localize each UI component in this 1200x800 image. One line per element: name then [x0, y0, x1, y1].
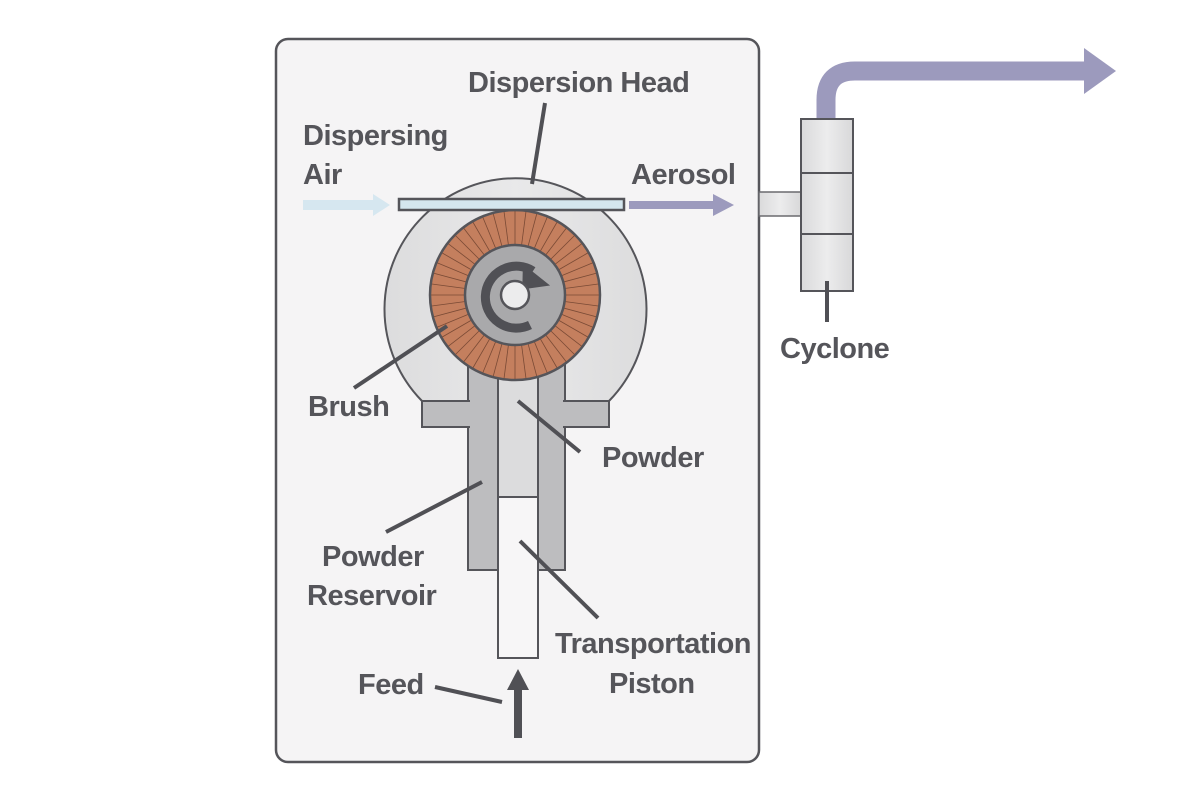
aerosol-outlet-arrowhead — [1084, 48, 1116, 94]
label-transportation-piston-line2: Piston — [609, 668, 695, 700]
flange-right — [563, 400, 610, 428]
transportation-piston-leader — [518, 539, 600, 620]
cyclone-inlet-pipe — [758, 191, 802, 217]
brush-bristle — [472, 222, 491, 252]
brush-bristle — [564, 301, 599, 307]
label-feed: Feed — [358, 669, 424, 701]
brush-bristle — [558, 252, 588, 271]
brush-bristle — [521, 211, 527, 246]
brush-bristle — [431, 301, 466, 307]
brush-bristle — [545, 334, 567, 362]
brush-bristle — [503, 211, 509, 246]
brush-bristle — [492, 343, 503, 377]
dispersion-head-bar — [397, 197, 626, 212]
label-cyclone: Cyclone — [780, 333, 890, 365]
brush-bristle — [539, 222, 558, 252]
label-powder: Powder — [602, 442, 704, 474]
brush-bristle — [533, 341, 548, 373]
brush-bristle — [563, 307, 597, 318]
label-dispersing-air-line1: Dispersing — [303, 120, 448, 152]
transportation-piston — [497, 496, 539, 659]
brush-bristle — [442, 319, 472, 338]
powder-reservoir-leader — [385, 480, 483, 534]
brush-bristle — [463, 334, 485, 362]
feed-leader — [434, 685, 503, 704]
brush-bristle — [545, 228, 567, 256]
brush-bristle — [492, 213, 503, 247]
brush-bristle — [563, 272, 597, 283]
brush-leader — [352, 324, 449, 390]
rotation-arrow-icon — [480, 261, 536, 333]
brush-bristle — [564, 283, 599, 289]
brush-bristle — [433, 272, 467, 283]
aerosol-arrow — [629, 194, 734, 216]
brush-bristle — [433, 307, 467, 318]
brush-bristles — [431, 211, 599, 379]
brush-bristle — [521, 344, 527, 379]
powder-reservoir-left-wall — [467, 359, 499, 571]
brush-bristle — [472, 338, 491, 368]
dispersing-air-arrow — [303, 194, 390, 216]
brush-bristle — [455, 330, 480, 355]
brush-bristle — [463, 228, 485, 256]
brush-bristle — [527, 343, 538, 377]
brush-bristle — [527, 213, 538, 247]
brush-bristle — [558, 319, 588, 338]
label-powder-reservoir-line2: Reservoir — [307, 580, 437, 612]
brush-bristle — [437, 313, 469, 328]
brush-bristle — [431, 283, 466, 289]
label-transportation-piston-line1: Transportation — [555, 628, 751, 660]
aerosol-outlet-pipe — [816, 61, 1088, 120]
powder — [497, 359, 539, 498]
powder-reservoir-right-wall — [537, 359, 566, 571]
cyclone — [800, 118, 854, 292]
brush-bristle — [482, 341, 497, 373]
brush-bristle — [442, 252, 472, 271]
label-dispersion-head: Dispersion Head — [468, 67, 689, 99]
brush-bristle — [561, 313, 593, 328]
label-aerosol: Aerosol — [631, 159, 735, 191]
rotation-arrowhead-icon — [522, 263, 551, 290]
brush-bristle — [455, 235, 480, 260]
dispersion-head-leader — [530, 102, 547, 185]
brush-bristle — [448, 325, 476, 347]
brush-bristle — [554, 243, 582, 265]
brush-bristle — [437, 262, 469, 277]
brush-bristle — [554, 325, 582, 347]
brush-bristle — [561, 262, 593, 277]
axle — [499, 279, 531, 311]
feed-arrow — [507, 669, 529, 738]
brush-bristle — [533, 217, 548, 249]
label-powder-reservoir-line1: Powder — [322, 541, 424, 573]
label-dispersing-air-line2: Air — [303, 159, 342, 191]
brush-bristle — [539, 338, 558, 368]
brush-bristle — [482, 217, 497, 249]
powder-leader — [516, 399, 582, 454]
flange-left — [421, 400, 470, 428]
label-brush: Brush — [308, 391, 389, 423]
brush-bristle — [448, 243, 476, 265]
brush-bristle — [503, 344, 509, 379]
brush-bristle — [550, 330, 575, 355]
brush-bristle — [550, 235, 575, 260]
